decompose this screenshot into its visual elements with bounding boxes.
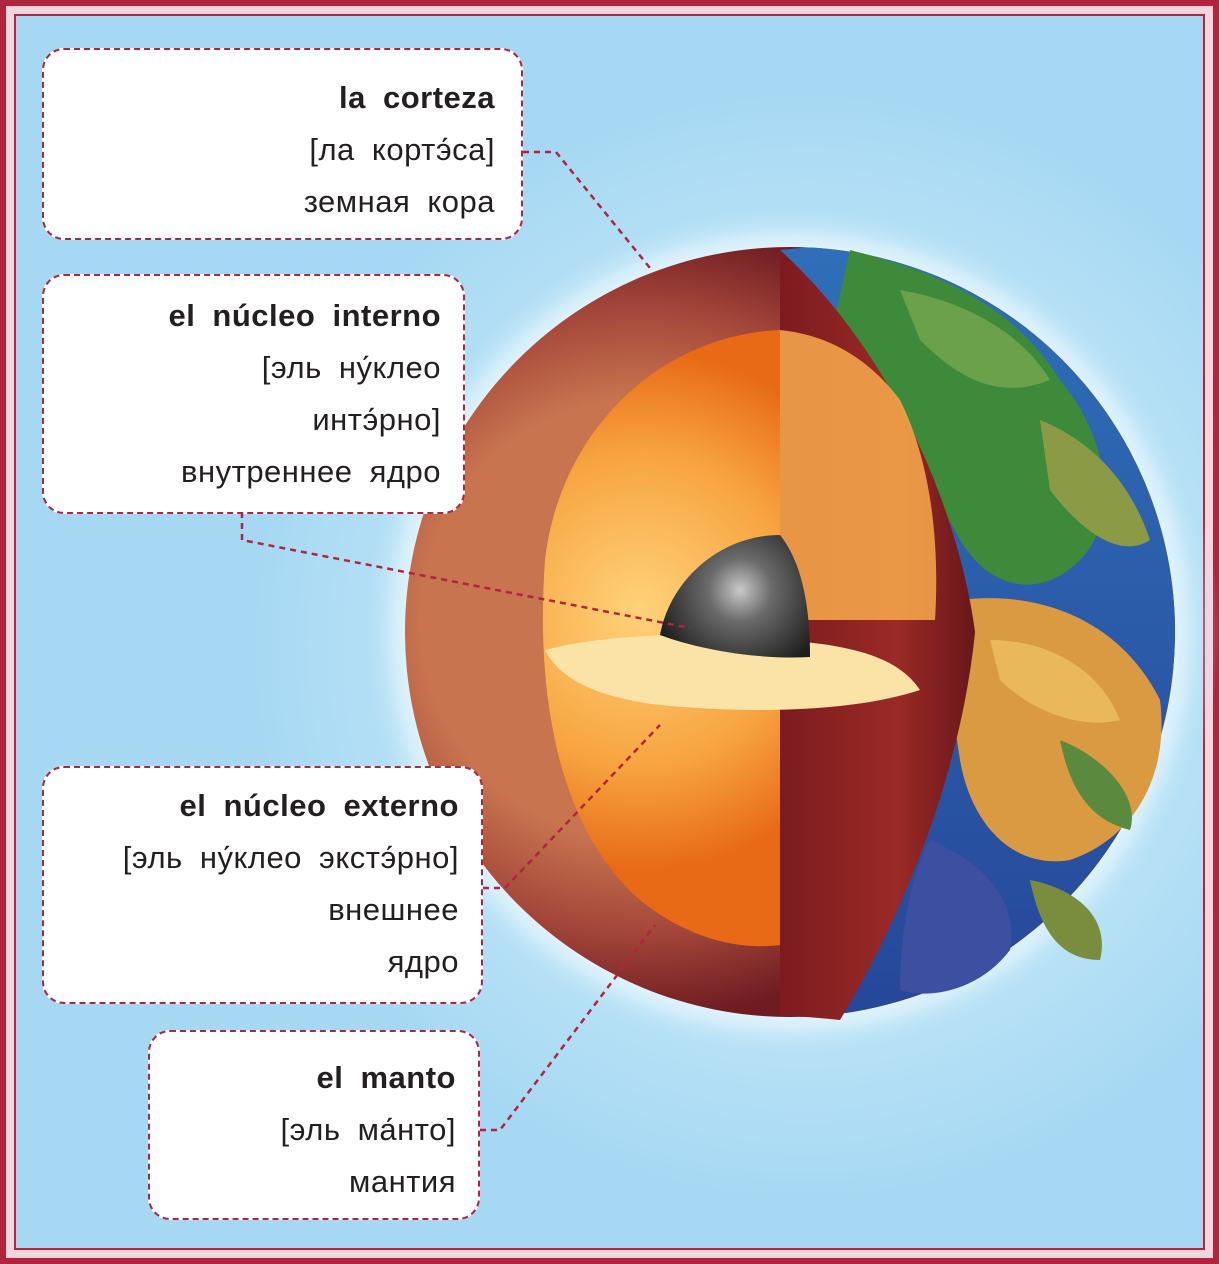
- outer-core-translation-line-2: ядро: [44, 936, 459, 988]
- mantle-term: el manto: [150, 1052, 456, 1104]
- crust-translation: земная кора: [44, 176, 495, 228]
- outer-core-term: el núcleo externo: [44, 780, 459, 832]
- outer-core-translation-line-1: внешнее: [44, 884, 459, 936]
- mantle-pronunciation: [эль ма́нто]: [150, 1104, 456, 1156]
- inner-core-term: el núcleo interno: [44, 290, 441, 342]
- outer-core-pronunciation: [эль ну́клео экстэ́рно]: [44, 832, 459, 884]
- label-inner-core: el núcleo interno [эль ну́клео интэ́рно]…: [42, 274, 465, 514]
- inner-core-translation: внутреннее ядро: [44, 446, 441, 498]
- crust-pronunciation: [ла кортэ́са]: [44, 124, 495, 176]
- label-mantle: el manto [эль ма́нто] мантия: [148, 1030, 480, 1220]
- label-crust: la corteza [ла кортэ́са] земная кора: [42, 48, 523, 240]
- crust-term: la corteza: [44, 72, 495, 124]
- inner-core-pronunciation-line-1: [эль ну́клео: [44, 342, 441, 394]
- mantle-translation: мантия: [150, 1156, 456, 1208]
- inner-core-pronunciation-line-2: интэ́рно]: [44, 394, 441, 446]
- label-outer-core: el núcleo externo [эль ну́клео экстэ́рно…: [42, 766, 483, 1004]
